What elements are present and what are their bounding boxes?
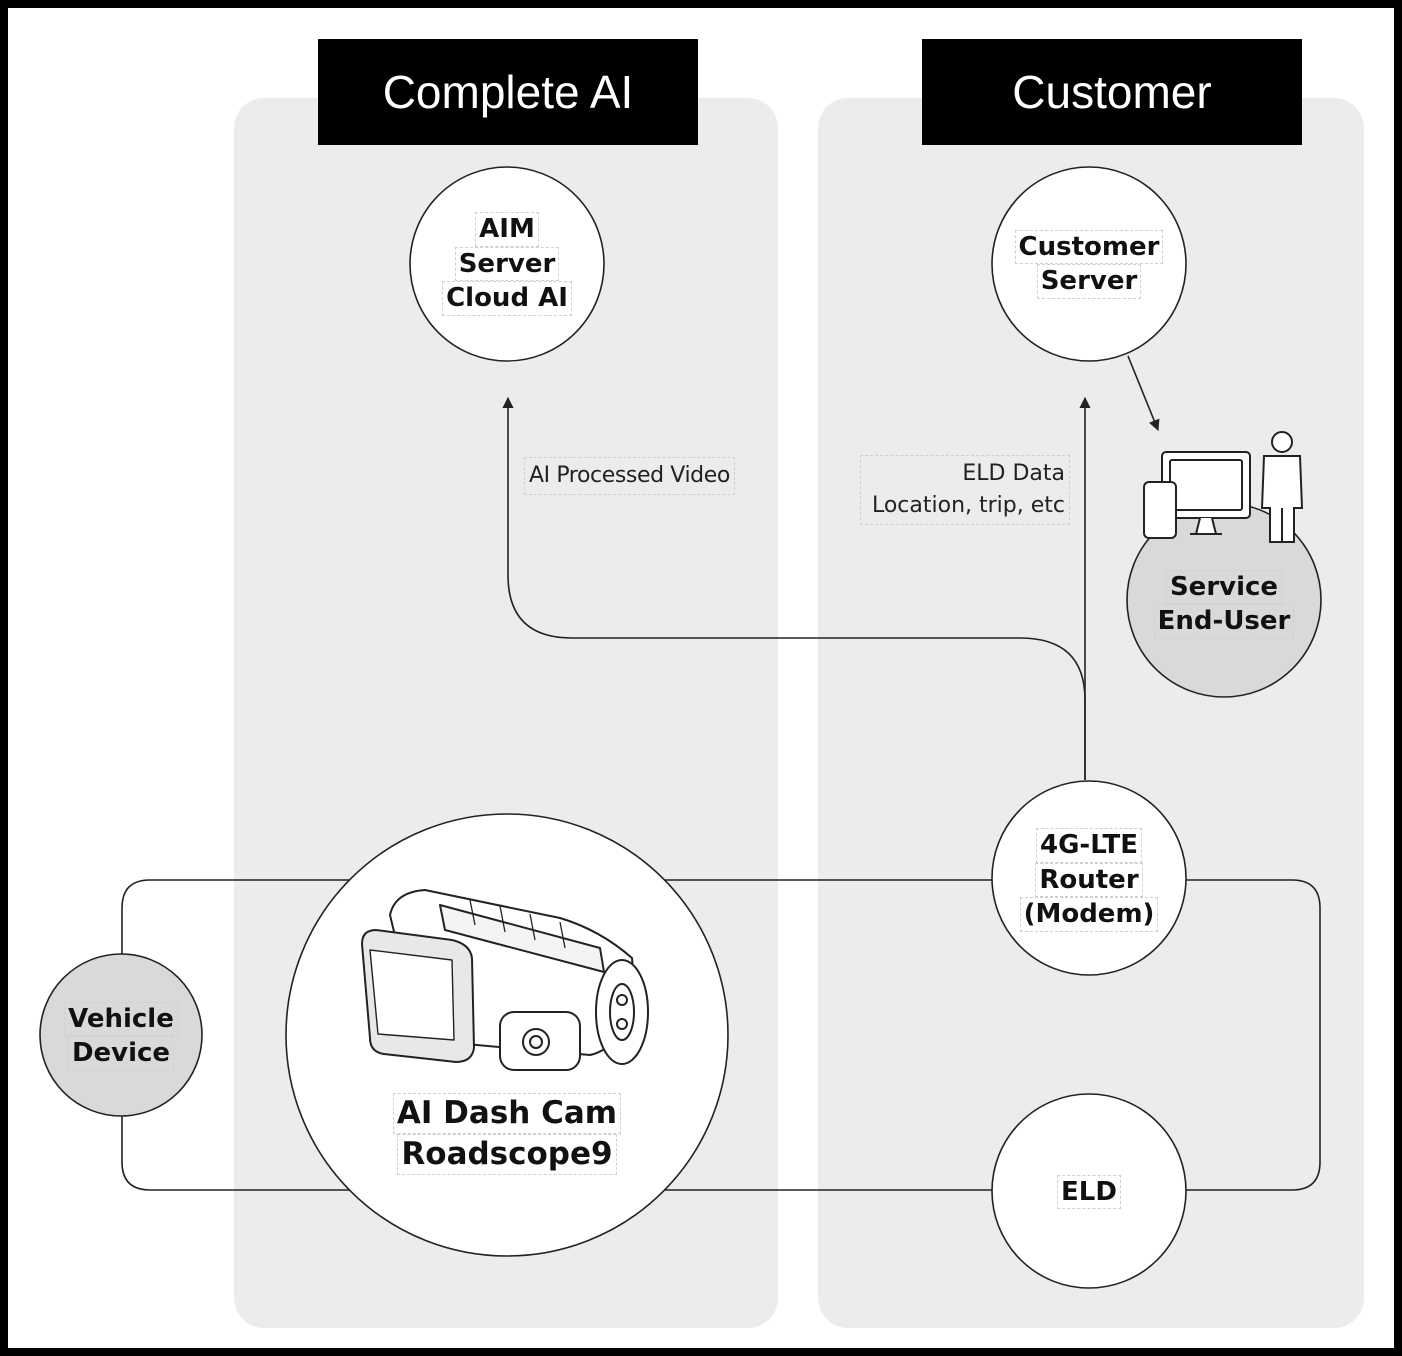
computer-user-icon	[1143, 431, 1304, 543]
label-dashcam-line1: AI Dash Cam	[392, 1093, 622, 1134]
node-vehicle-device	[39, 953, 203, 1117]
label-dashcam-line2: Roadscope9	[397, 1134, 617, 1175]
edge-label-eld-line2: Location, trip, etc	[871, 492, 1065, 518]
header-customer-label: Customer	[1012, 66, 1212, 118]
label-router: 4G-LTE Router (Modem)	[989, 820, 1189, 940]
label-eld: ELD	[1039, 1170, 1139, 1214]
label-vehicle-device: Vehicle Device	[41, 996, 201, 1076]
edge-label-eld-data: ELD Data Location, trip, etc	[860, 455, 1070, 525]
label-customer-server: Customer Server	[989, 224, 1189, 304]
label-dash-cam: AI Dash Cam Roadscope9	[357, 1082, 657, 1186]
label-customer-line1: Customer	[1014, 229, 1164, 264]
label-vehicle-line1: Vehicle	[64, 1001, 178, 1036]
label-router-line2: Router	[1035, 862, 1143, 898]
header-customer: Customer	[922, 39, 1302, 145]
label-router-line3: (Modem)	[1019, 897, 1159, 932]
label-enduser-line1: Service	[1165, 569, 1283, 604]
label-aim-line2: Server	[454, 246, 560, 282]
edge-label-video-text: AI Processed Video	[529, 463, 730, 488]
node-eld	[991, 1093, 1187, 1289]
label-vehicle-line2: Device	[67, 1036, 175, 1071]
label-router-line1: 4G-LTE	[1036, 828, 1142, 863]
label-eld-line1: ELD	[1057, 1174, 1121, 1210]
connector-router-right-loop	[121, 879, 1321, 1191]
connector-dashcam-router-top	[121, 879, 1088, 955]
label-enduser-line2: End-User	[1153, 604, 1295, 639]
label-customer-line2: Server	[1036, 264, 1142, 299]
dash-cam-icon	[361, 889, 649, 1071]
label-aim-line3: Cloud AI	[442, 281, 572, 316]
node-router	[991, 780, 1187, 976]
edge-label-ai-processed-video: AI Processed Video	[524, 457, 735, 495]
node-aim-server	[409, 166, 605, 362]
header-complete-ai-label: Complete AI	[382, 66, 634, 118]
arrow-customer-to-end-user	[1127, 355, 1160, 432]
edge-label-eld-line1: ELD Data	[962, 461, 1065, 486]
header-complete-ai: Complete AI	[318, 39, 698, 145]
label-aim-server: AIM Server Cloud AI	[407, 204, 607, 324]
diagram-canvas: Complete AI Customer AIM Server Cloud AI…	[8, 8, 1394, 1348]
arrow-ai-processed-video	[502, 396, 1086, 780]
diagram-svg	[39, 98, 1364, 1328]
label-aim-line1: AIM	[475, 212, 539, 247]
zone-customer	[818, 98, 1364, 1328]
label-service-end-user: Service End-User	[1124, 564, 1324, 644]
